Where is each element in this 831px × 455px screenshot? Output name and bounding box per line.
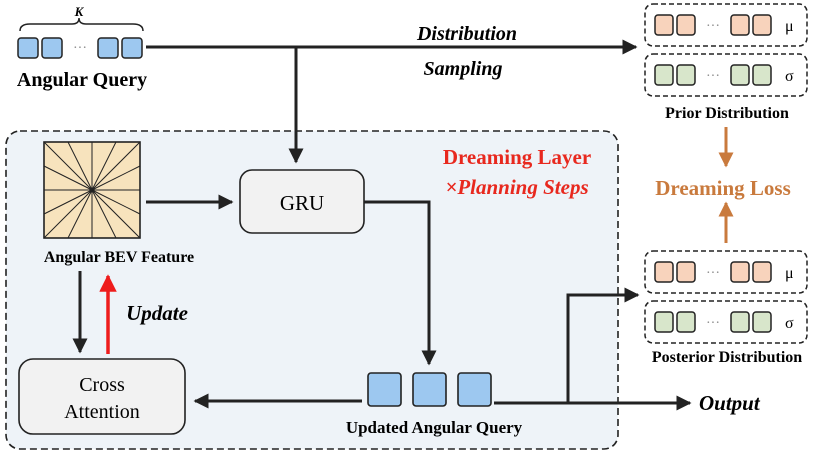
mu-cell — [676, 261, 696, 283]
posterior-sigma-symbol: σ — [785, 315, 794, 332]
updated-query-cell — [412, 372, 447, 407]
sampling-label-line1: Distribution — [416, 23, 517, 45]
update-label: Update — [126, 301, 188, 325]
cross-attention-block — [18, 358, 186, 435]
updated-query-cell — [367, 372, 402, 407]
mu-cell — [730, 14, 750, 36]
planning-steps-label: ×Planning Steps — [445, 175, 588, 199]
prior-label: Prior Distribution — [665, 105, 789, 122]
sigma-cell — [730, 311, 750, 333]
updated-angular-query: Updated Angular Query — [346, 372, 523, 437]
prior-sigma-symbol: σ — [785, 68, 794, 85]
updated-query-cell — [457, 372, 492, 407]
bev-rays — [43, 141, 141, 239]
angular-bev-feature: Angular BEV Feature — [43, 141, 194, 266]
query-to-posterior-arrow — [566, 287, 640, 403]
sigma-cell — [654, 311, 674, 333]
query-ellipsis: ··· — [73, 41, 87, 56]
mu-cell — [676, 14, 696, 36]
sigma-ellipsis: ··· — [706, 69, 720, 84]
sigma-cell — [730, 64, 750, 86]
mu-cell — [752, 14, 772, 36]
updated-query-label: Updated Angular Query — [346, 418, 523, 437]
posterior-mu-symbol: μ — [785, 265, 794, 282]
mu-ellipsis: ··· — [706, 266, 720, 281]
query-cell — [17, 37, 39, 59]
query-cell — [121, 37, 143, 59]
dreaming-layer-title: Dreaming Layer — [443, 145, 591, 169]
cross-attention-label-line1: Cross — [79, 374, 125, 396]
mu-cell — [730, 261, 750, 283]
sampling-label-line2: Sampling — [424, 58, 503, 80]
gru-to-query-arrow — [364, 200, 437, 366]
sigma-cell — [676, 311, 696, 333]
mu-cell — [752, 261, 772, 283]
query-cell — [97, 37, 119, 59]
query-cell — [41, 37, 63, 59]
prior-mu-symbol: μ — [785, 18, 794, 35]
angular-query-input: K ··· Angular Query — [17, 4, 147, 91]
k-brace — [19, 17, 144, 32]
sigma-cell — [752, 64, 772, 86]
mu-cell — [654, 261, 674, 283]
dreaming-loss-label: Dreaming Loss — [655, 176, 791, 200]
prior-distribution: ··· μ ··· σ Prior Distribution — [644, 3, 808, 122]
mu-cell — [654, 14, 674, 36]
posterior-label: Posterior Distribution — [652, 349, 802, 366]
sigma-cell — [676, 64, 696, 86]
angular-query-label: Angular Query — [17, 69, 147, 91]
bev-label: Angular BEV Feature — [44, 249, 194, 266]
k-label: K — [74, 4, 85, 19]
output-label: Output — [699, 391, 761, 415]
mu-ellipsis: ··· — [706, 19, 720, 34]
sigma-ellipsis: ··· — [706, 316, 720, 331]
sigma-cell — [752, 311, 772, 333]
posterior-distribution: ··· μ ··· σ Posterior Distribution — [644, 250, 808, 366]
cross-attention-label-line2: Attention — [64, 401, 140, 423]
sigma-cell — [654, 64, 674, 86]
gru-label: GRU — [280, 191, 324, 215]
